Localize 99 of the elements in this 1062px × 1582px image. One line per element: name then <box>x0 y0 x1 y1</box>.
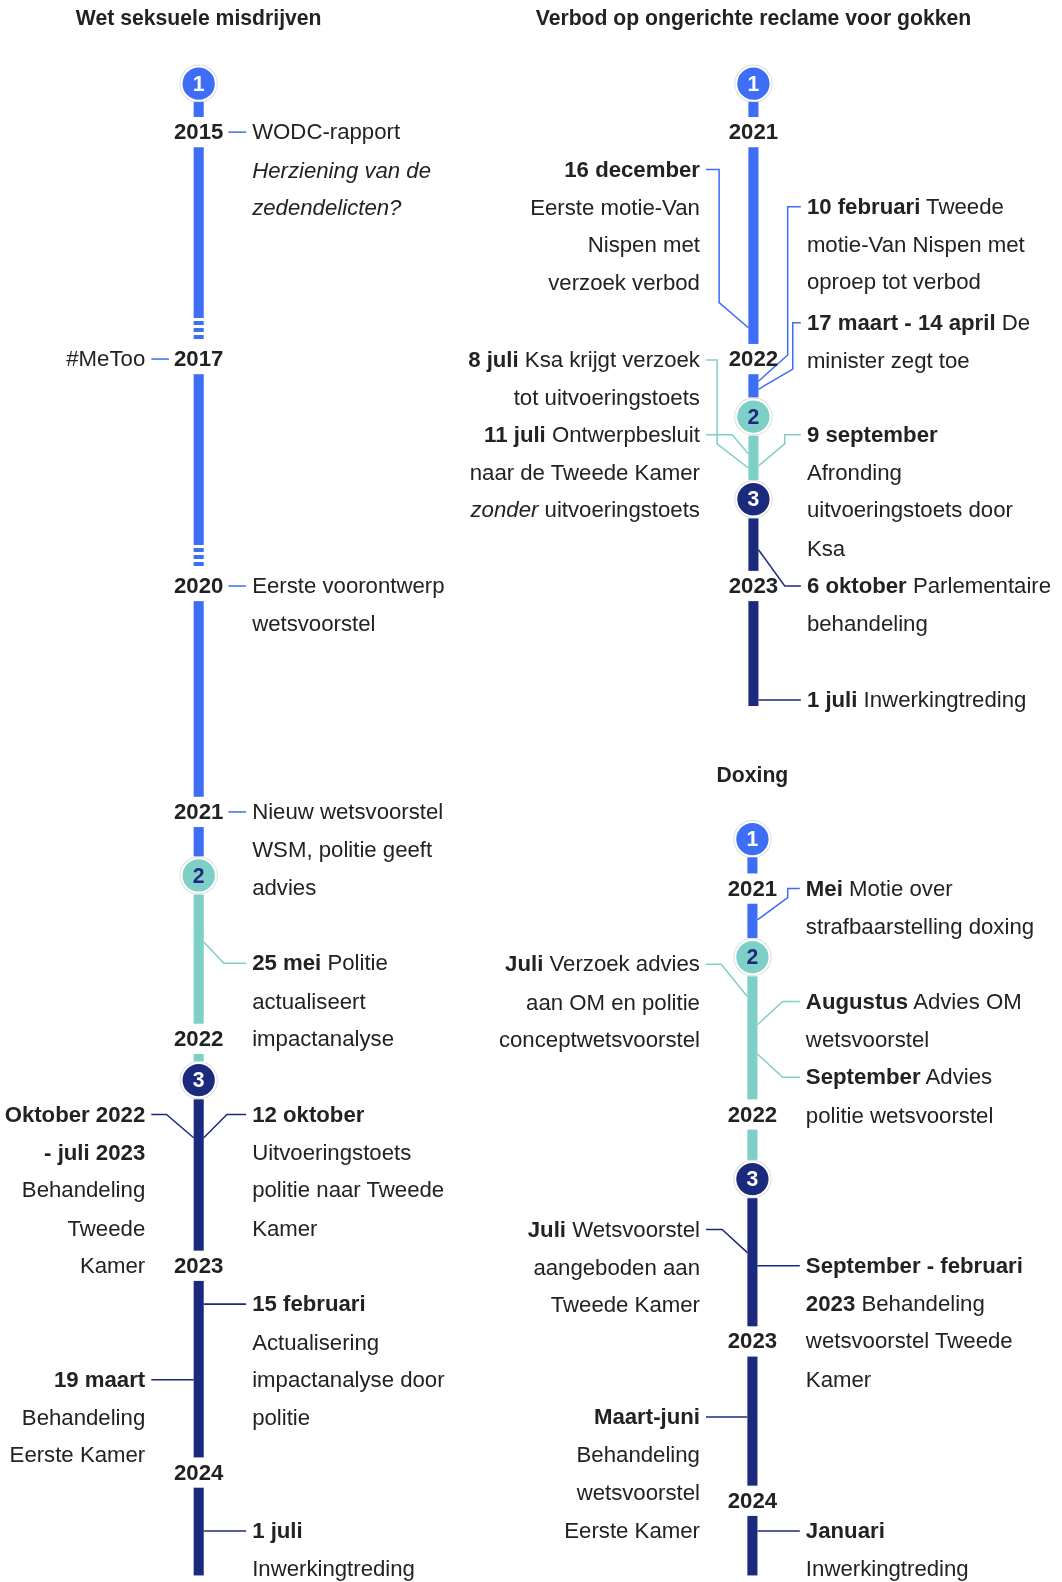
leader-line <box>757 322 802 391</box>
year-label: 2023 <box>726 572 781 600</box>
event-text: Januari Inwerkingtreding <box>805 1511 1008 1582</box>
leader-line <box>756 1530 801 1532</box>
event-text: Eerste voorontwerp wetsvoorstel <box>252 566 454 643</box>
year-label: 2023 <box>725 1328 780 1355</box>
section-heading: Verbod op ongerichte reclame voor gokken <box>535 5 972 32</box>
timeline-bar <box>193 1280 204 1458</box>
timeline-bar <box>193 601 204 797</box>
step-number-circle: 2 <box>734 939 771 976</box>
leader-line <box>203 1303 247 1305</box>
step-number-circle: 3 <box>735 481 772 518</box>
timeline-bar <box>193 894 204 1024</box>
event-text: 16 december Eerste motie-Van Nispen met verzoek verbod <box>508 150 700 302</box>
step-number-circle: 1 <box>735 65 772 102</box>
leader-line <box>756 1265 801 1267</box>
event-text: 15 februari Actualisering impactanalyse door politie <box>252 1284 454 1437</box>
leader-line <box>705 359 750 469</box>
leader-line <box>756 1053 801 1078</box>
event-text: 11 juli Ontwerpbesluit naar de Tweede Kamer zonder uitvoeringstoets <box>442 415 700 529</box>
event-text: Nieuw wetsvoorstel WSM, politie geeft advies <box>252 792 454 907</box>
year-label: 2021 <box>726 119 781 146</box>
year-label: 2020 <box>172 572 226 600</box>
leader-line <box>203 941 247 964</box>
timeline-bar <box>747 857 758 874</box>
leader-line <box>227 585 247 587</box>
event-text: 12 oktober Uitvoeringstoets politie naar Tweede Kamer <box>252 1095 454 1247</box>
timeline-bar <box>748 435 759 481</box>
year-label: 2024 <box>725 1487 780 1514</box>
leader-line <box>757 206 802 382</box>
leader-line <box>150 358 170 360</box>
timeline-bar <box>748 147 759 344</box>
event-text: Juli Wetsvoorstel aangeboden aan Tweede Kamer <box>498 1210 700 1324</box>
leader-line <box>757 433 802 467</box>
timeline-bar <box>747 1356 758 1486</box>
step-number-circle: 2 <box>735 398 772 435</box>
event-text: 9 september Afronding uitvoeringstoets door Ksa <box>806 415 1029 567</box>
step-number-circle: 1 <box>734 821 771 858</box>
timeline-bar <box>747 976 758 1100</box>
event-text: 8 juli Ksa krijgt verzoek tot uitvoeringstoets <box>447 340 700 417</box>
year-label: 2023 <box>172 1252 226 1279</box>
event-text: Juli Verzoek advies aan OM en politie conceptwetsvoorstel <box>498 945 700 1059</box>
timeline-bar <box>193 1054 204 1062</box>
leader-line <box>705 1228 749 1254</box>
leader-line <box>705 168 750 329</box>
leader-line <box>756 1000 801 1026</box>
timeline-bar <box>747 1515 758 1576</box>
timeline-bar <box>747 1198 758 1327</box>
step-number-circle: 1 <box>180 65 217 102</box>
section-heading: Wet seksuele misdrijven <box>75 5 322 32</box>
leader-line <box>203 1530 247 1532</box>
event-text: Maart-juni Behandeling wetsvoorstel Eerste Kamer <box>548 1397 700 1550</box>
step-number-circle: 3 <box>180 1062 217 1099</box>
year-label: 2022 <box>726 345 781 373</box>
timeline-bar <box>193 827 204 857</box>
year-label: 2024 <box>172 1459 226 1486</box>
timeline-bar <box>193 1487 204 1576</box>
event-text: September Advies politie wetsvoorstel <box>805 1058 1028 1134</box>
event-text: #MeToo <box>24 339 146 378</box>
event-text: 10 februari Tweede motie-Van Nispen met oproep tot verbod <box>806 187 1054 302</box>
leader-line <box>203 1113 247 1139</box>
event-text: Augustus Advies OM wetsvoorstel <box>805 982 1048 1058</box>
event-text: 1 juli Inwerkingtreding <box>806 680 1054 719</box>
timeline-bar <box>193 101 204 117</box>
leader-line <box>705 433 750 455</box>
year-label: 2021 <box>725 875 780 902</box>
event-text: 19 maart Behandeling Eerste Kamer <box>4 1360 146 1475</box>
timeline-bar <box>193 1099 204 1251</box>
event-text: Mei Motie over strafbaarstelling doxing <box>805 869 1062 946</box>
event-text: Oktober 2022 - juli 2023 Behandeling Tweede Kamer <box>4 1095 146 1285</box>
leader-line <box>150 1113 195 1139</box>
leader-line <box>227 131 247 133</box>
leader-line <box>757 699 802 701</box>
year-label: 2022 <box>172 1025 226 1052</box>
step-number-circle: 2 <box>180 857 217 894</box>
year-label: 2021 <box>172 798 226 826</box>
event-text: WODC-rapport Herziening van de zedendelicten? <box>252 112 464 227</box>
event-text: 6 oktober Parlementaire behandeling <box>806 566 1054 643</box>
leader-line <box>705 1416 749 1418</box>
timeline-bar <box>748 518 759 571</box>
timeline-bar <box>747 1129 758 1160</box>
leader-line <box>705 963 749 998</box>
timeline-bar <box>748 374 759 398</box>
year-label: 2022 <box>725 1101 780 1128</box>
timeline-bar <box>748 101 759 117</box>
year-label: 2017 <box>172 345 226 373</box>
year-label: 2015 <box>172 119 226 146</box>
leader-line <box>150 1379 195 1381</box>
event-text: 1 juli Inwerkingtreding <box>252 1511 454 1582</box>
timeline-bar <box>747 903 758 938</box>
event-text: 17 maart - 14 april De minister zegt toe <box>806 303 1054 380</box>
leader-line <box>756 887 801 921</box>
event-text: September - februari 2023 Behandeling wetsvoorstel Tweede Kamer <box>805 1246 1048 1398</box>
step-number-circle: 3 <box>734 1160 771 1198</box>
section-heading: Doxing <box>716 761 789 788</box>
leader-line <box>227 811 247 813</box>
timeline-bar <box>748 601 759 706</box>
leader-line <box>757 548 802 587</box>
event-text: 25 mei Politie actualiseert impactanalyse <box>252 944 454 1058</box>
